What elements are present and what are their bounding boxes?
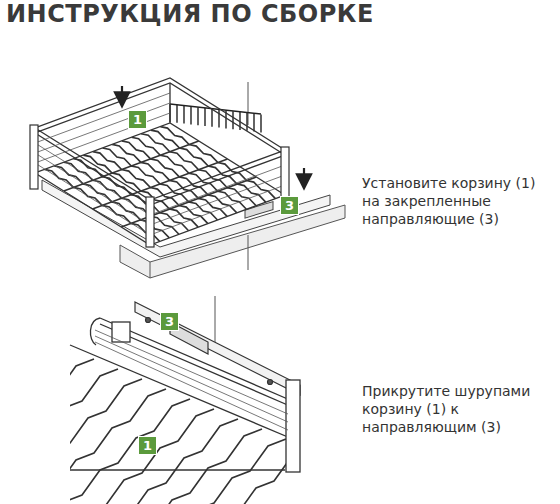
- basket-frame: [35, 78, 285, 245]
- shelf-edge: [150, 262, 151, 278]
- instruction-text: Установите корзину (1) на закрепленные н…: [362, 174, 554, 229]
- floor-wire: [0, 349, 70, 504]
- rack-wire: [204, 108, 205, 126]
- side-wire: [35, 153, 285, 225]
- side-wire: [95, 330, 288, 414]
- basket-closeup: [70, 318, 300, 472]
- screw: [268, 380, 273, 385]
- floor-wire: [130, 449, 310, 504]
- side-wire: [95, 342, 288, 430]
- rack-bar: [170, 104, 261, 114]
- floor-wire: [0, 359, 94, 504]
- rack-wire: [253, 114, 254, 132]
- arrows: [122, 86, 304, 182]
- arrow-down: [121, 86, 123, 100]
- wire-floor: [45, 127, 276, 242]
- floor-wire: [0, 389, 166, 504]
- post: [281, 147, 289, 199]
- floor-wire: [0, 369, 118, 504]
- arrow-down: [303, 168, 305, 182]
- callout-number: 1: [128, 110, 147, 129]
- side-wire: [35, 143, 285, 215]
- wall-edge: [215, 296, 216, 345]
- cabinet-wall: [215, 296, 216, 345]
- side-wire: [35, 103, 170, 153]
- front-rim: [70, 469, 285, 470]
- rack-wire: [190, 106, 191, 124]
- post: [30, 125, 38, 189]
- callout-number: 1: [138, 436, 157, 455]
- side-wire: [35, 93, 170, 143]
- floor-wire: [82, 429, 262, 504]
- dish-rack: [170, 104, 261, 132]
- floor-wire: [106, 439, 286, 504]
- bottom-rim: [35, 123, 285, 245]
- rack-wire: [176, 105, 177, 123]
- side-wires: [35, 93, 285, 235]
- side-wire: [35, 163, 285, 235]
- side-wires: [95, 330, 288, 430]
- floor-wire: [10, 399, 190, 504]
- screw: [146, 318, 151, 323]
- front-post: [286, 380, 300, 472]
- basket-posts: [30, 125, 289, 247]
- post: [146, 197, 154, 247]
- rack-wire: [197, 107, 198, 125]
- rack-wire: [218, 110, 219, 128]
- callout-number: 3: [280, 196, 299, 215]
- instruction-text: Прикрутите шурупами корзину (1) к направ…: [362, 382, 554, 437]
- rack-wire: [211, 109, 212, 127]
- cabinet-wall: [248, 235, 249, 270]
- floor-wire: [58, 419, 238, 504]
- rack-wire: [183, 106, 184, 124]
- top-rim: [35, 78, 285, 200]
- side-wire: [35, 113, 170, 163]
- rack-wire: [260, 114, 261, 132]
- title: ИНСТРУКЦИЯ ПО СБОРКЕ: [6, 0, 374, 28]
- rack-wire: [232, 111, 233, 129]
- rack-wire: [246, 113, 247, 131]
- callout-number: 3: [160, 312, 179, 331]
- rail-closeup: [135, 302, 300, 395]
- side-wire: [95, 336, 288, 422]
- bottom-rim: [70, 345, 295, 440]
- rail: [135, 302, 300, 395]
